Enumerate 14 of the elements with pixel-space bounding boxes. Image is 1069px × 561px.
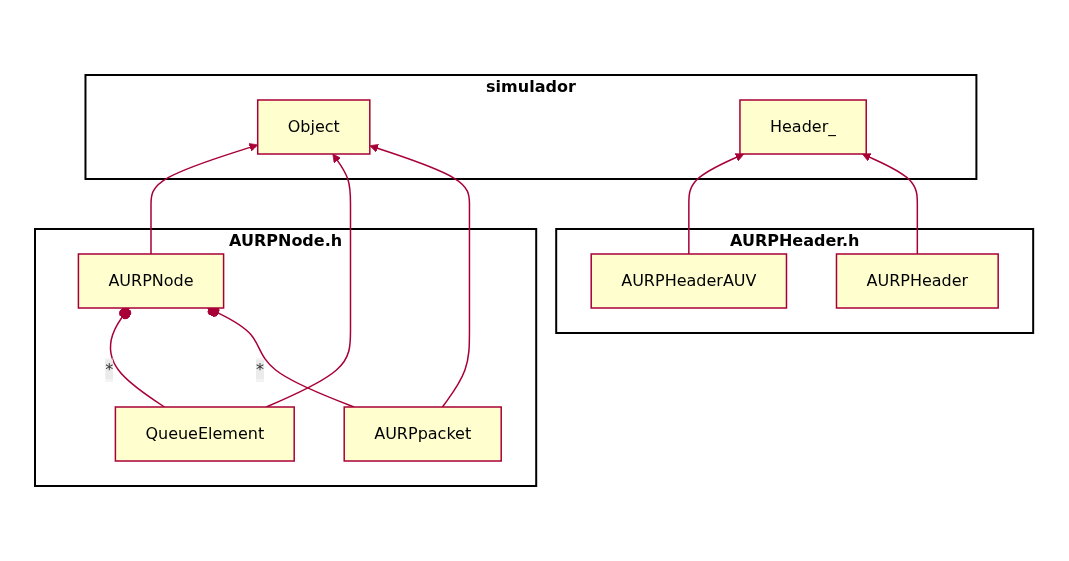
arrow (862, 153, 919, 255)
connector (110, 307, 166, 408)
node-box: QueueElement (115, 406, 296, 462)
node-box: Object (257, 99, 371, 155)
node-box: AURPHeader (836, 253, 1000, 309)
node-box: AURPHeaderAUV (590, 253, 788, 309)
arrow (688, 153, 745, 255)
edge-label: * (105, 360, 114, 379)
edge-label: * (256, 360, 265, 379)
node-box: AURPNode (78, 253, 225, 309)
arrow (265, 153, 352, 408)
arrow (150, 143, 259, 255)
node-box: Header_ (739, 99, 868, 155)
node-box: AURPpacket (343, 406, 503, 462)
